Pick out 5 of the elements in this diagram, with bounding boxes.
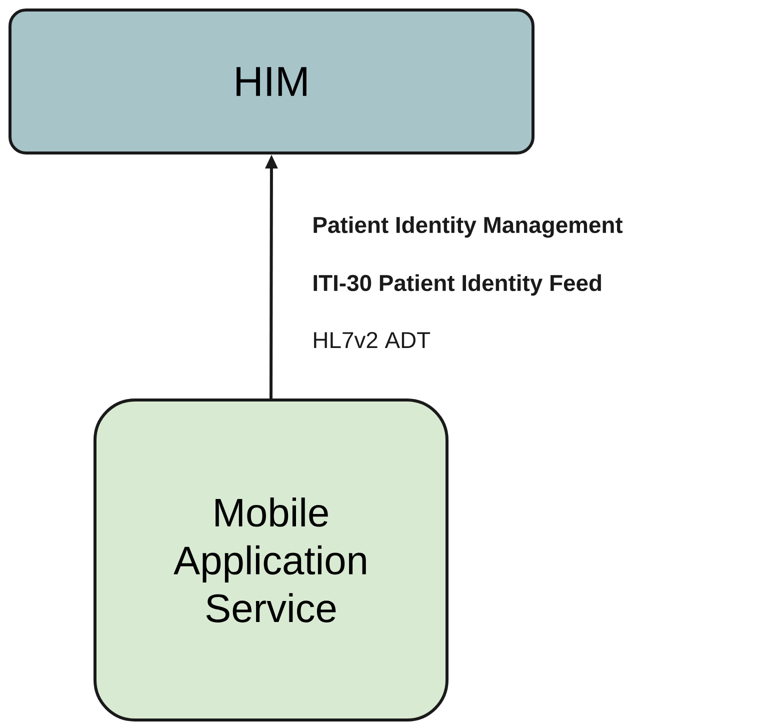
protocol-label: ITI-30 Patient Identity Feed bbox=[314, 274, 601, 296]
process-box: HIM bbox=[8, 8, 534, 154]
process-box: Mobile Application Service bbox=[94, 398, 448, 722]
protocol-label: HL7v2 ADT bbox=[314, 332, 430, 348]
protocol-label: Patient Identity Management bbox=[314, 216, 623, 238]
